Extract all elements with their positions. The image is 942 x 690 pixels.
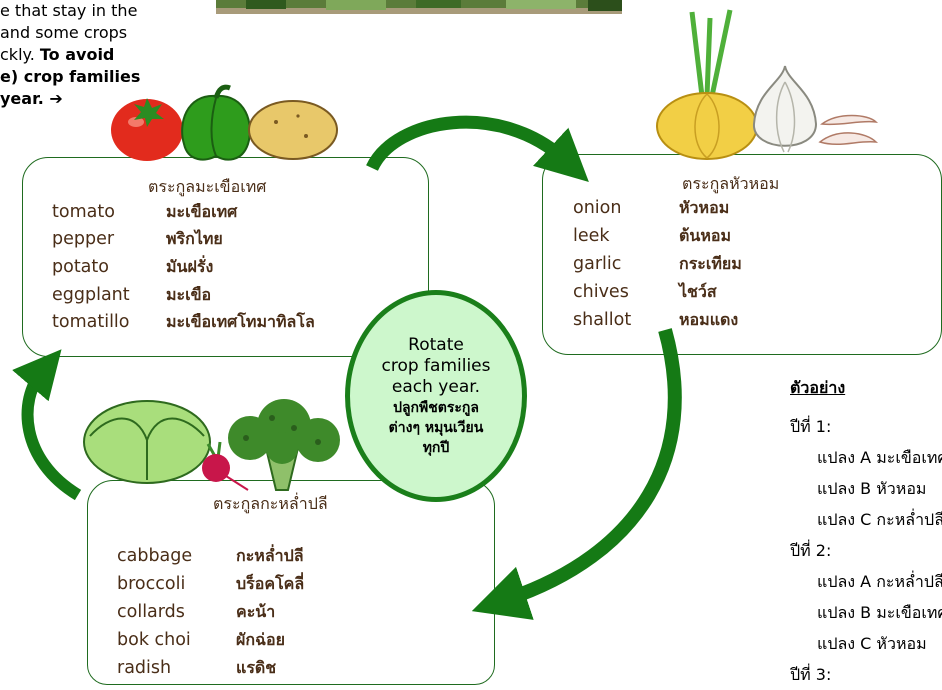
garlic-icon (746, 62, 824, 162)
tomato-icon (108, 84, 186, 164)
garlic-cloves-icon (818, 110, 880, 160)
crop-en: onion (573, 197, 621, 219)
crop-th: กะหล่ำปลี (236, 545, 304, 567)
crop-th: ผักฉ่อย (236, 629, 285, 651)
center-en-line: Rotate (350, 335, 522, 356)
arrow-top (372, 122, 565, 168)
potato-icon (246, 96, 340, 164)
crop-th: มะเขือ (166, 284, 211, 306)
crop-th: มะเขือเทศ (166, 201, 237, 223)
example-line: แปลง C กะหล่ำปลี (790, 504, 942, 535)
crop-th: บร็อคโคลี่ (236, 573, 304, 595)
crop-th: ไชว์ส (679, 281, 717, 303)
crop-en: chives (573, 281, 629, 303)
example-schedule: ตัวอย่าง ปีที่ 1: แปลง A มะเขือเทศ แปลง … (790, 372, 942, 690)
family-title-brassica: ตระกูลกะหล่ำปลี (213, 492, 328, 517)
example-line: แปลง B หัวหอม (790, 473, 942, 504)
family-title-allium: ตระกูลหัวหอม (682, 172, 779, 197)
center-en-line: each year. (350, 377, 522, 398)
center-rotate-badge: Rotate crop families each year. ปลูกพืชต… (345, 290, 527, 502)
center-th-line: ปลูกพืชตระกูล (350, 398, 522, 418)
crop-th: พริกไทย (166, 228, 223, 250)
center-en-line: crop families (350, 356, 522, 377)
example-line: ปีที่ 3: (790, 659, 942, 690)
crop-th: กระเทียม (679, 253, 742, 275)
crop-th: ต้นหอม (679, 225, 731, 247)
crop-en: collards (117, 601, 185, 623)
center-th-line: ต่างๆ หมุนเวียน (350, 418, 522, 438)
crop-th: หัวหอม (679, 197, 729, 219)
arrow-right (505, 330, 675, 600)
crop-th: คะน้า (236, 601, 275, 623)
example-line: แปลง B มะเขือเทศ (790, 597, 942, 628)
crop-en: potato (52, 256, 109, 278)
crop-en: cabbage (117, 545, 192, 567)
broccoli-icon (222, 398, 344, 492)
family-title-solanaceae: ตระกูลมะเขือเทศ (148, 175, 266, 200)
bell-pepper-icon (176, 84, 256, 164)
center-th-line: ทุกปี (350, 438, 522, 458)
crop-en: broccoli (117, 573, 185, 595)
crop-th: แรดิช (236, 657, 276, 679)
crop-th: มะเขือเทศโทมาทิลโล (166, 311, 315, 333)
example-title: ตัวอย่าง (790, 372, 942, 403)
crop-en: shallot (573, 309, 631, 331)
crop-en: tomato (52, 201, 115, 223)
example-line: ปีที่ 1: (790, 411, 942, 442)
crop-en: garlic (573, 253, 621, 275)
crop-en: tomatillo (52, 311, 130, 333)
crop-th: หอมแดง (679, 309, 738, 331)
arrow-left (28, 372, 78, 495)
example-line: แปลง C หัวหอม (790, 628, 942, 659)
example-line: ปีที่ 2: (790, 535, 942, 566)
crop-en: eggplant (52, 284, 130, 306)
example-line: แปลง A มะเขือเทศ (790, 442, 942, 473)
crop-th: มันฝรั่ง (166, 256, 213, 278)
example-line: แปลง A กะหล่ำปลี (790, 566, 942, 597)
crop-en: pepper (52, 228, 114, 250)
crop-en: bok choi (117, 629, 191, 651)
crop-en: leek (573, 225, 610, 247)
crop-en: radish (117, 657, 171, 679)
